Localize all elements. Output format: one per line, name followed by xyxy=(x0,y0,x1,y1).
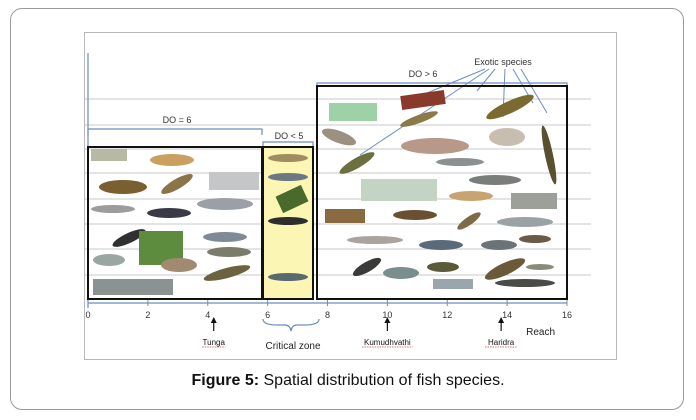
fish-image xyxy=(329,103,377,121)
x-tick-label: 16 xyxy=(562,310,572,320)
fish-image xyxy=(161,258,197,272)
caption-label: Figure 5: xyxy=(191,372,259,389)
do5-label: DO < 5 xyxy=(275,131,304,141)
fish-images-do-gt6 xyxy=(320,90,559,289)
fish-image xyxy=(207,247,251,257)
fish-image xyxy=(91,149,127,161)
fish-image xyxy=(427,262,459,272)
do6-box xyxy=(88,147,262,299)
x-tick-label: 2 xyxy=(145,310,150,320)
fish-image xyxy=(455,210,483,233)
fish-image xyxy=(93,254,125,266)
fish-image xyxy=(203,262,252,284)
figure-caption: Figure 5: Spatial distribution of fish s… xyxy=(0,372,696,390)
x-tick-label: 8 xyxy=(325,310,330,320)
fish-image xyxy=(268,154,308,162)
x-axis-label: Reach xyxy=(526,327,555,338)
fish-image xyxy=(320,125,358,149)
site-marker: Tunga xyxy=(202,317,225,347)
do6-bracket xyxy=(88,129,262,135)
x-tick-label: 12 xyxy=(442,310,452,320)
fish-image xyxy=(449,191,493,201)
fish-image xyxy=(150,154,194,166)
fish-image xyxy=(197,198,253,210)
fish-image xyxy=(159,171,195,198)
fish-image xyxy=(433,279,473,289)
fish-image xyxy=(519,235,551,243)
exotic-species-label: Exotic species xyxy=(474,57,532,67)
fish-image xyxy=(497,217,553,227)
fish-image xyxy=(469,175,521,185)
fish-image xyxy=(481,240,517,250)
fish-image xyxy=(93,279,173,295)
site-arrow-head xyxy=(211,317,217,323)
x-tick-label: 14 xyxy=(502,310,512,320)
site-marker: Kumudhvathi xyxy=(362,317,413,347)
site-label: Kumudhvathi xyxy=(364,338,411,347)
fish-image xyxy=(489,128,525,146)
fish-image xyxy=(526,264,554,270)
site-label: Haridra xyxy=(488,338,515,347)
fish-image xyxy=(268,273,308,281)
site-marker: Haridra xyxy=(485,317,517,347)
x-tick-label: 4 xyxy=(205,310,210,320)
fish-image xyxy=(400,90,446,110)
fish-image xyxy=(436,158,484,166)
site-markers: Tunga Kumudhvathi Haridra xyxy=(202,317,517,347)
fish-image xyxy=(268,173,308,181)
fish-image xyxy=(209,172,259,190)
fish-image xyxy=(511,193,557,209)
fish-image xyxy=(419,240,463,250)
x-tick-label: 6 xyxy=(265,310,270,320)
fish-image xyxy=(399,108,439,129)
fish-image xyxy=(393,210,437,220)
caption-text: Spatial distribution of fish species. xyxy=(259,372,504,389)
fish-image xyxy=(351,255,384,280)
fish-image xyxy=(268,217,308,225)
critical-zone-label: Critical zone xyxy=(265,341,320,352)
fish-image xyxy=(91,205,135,213)
fish-image xyxy=(361,179,437,201)
fish-image xyxy=(347,236,403,244)
fish-distribution-figure: DO = 6 DO < 5 DO > 6 Exotic species xyxy=(84,32,617,360)
fish-image xyxy=(495,279,555,287)
fish-image xyxy=(203,232,247,242)
do6-label: DO = 6 xyxy=(163,115,192,125)
fish-image xyxy=(484,91,536,124)
fish-image xyxy=(99,180,147,194)
fish-image xyxy=(383,267,419,279)
figure-svg: DO = 6 DO < 5 DO > 6 Exotic species xyxy=(85,33,616,359)
fish-image xyxy=(325,209,365,223)
x-tick-label: 0 xyxy=(85,310,90,320)
do-gt6-label: DO > 6 xyxy=(409,69,438,79)
fish-image xyxy=(539,125,559,185)
fish-image xyxy=(401,138,469,154)
fish-images-do6 xyxy=(91,149,259,295)
critical-zone-bracket xyxy=(263,319,319,331)
fish-image xyxy=(147,208,191,218)
site-label: Tunga xyxy=(203,338,226,347)
